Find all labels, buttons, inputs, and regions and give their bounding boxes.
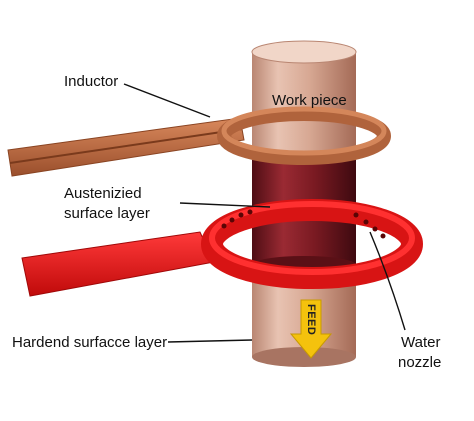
work-piece-label: Work piece bbox=[272, 92, 347, 109]
austenized-label-line1: Austenizied bbox=[64, 185, 142, 202]
water-nozzle-ring bbox=[21, 199, 423, 297]
hardened-layer-label: Hardend surfacce layer bbox=[12, 334, 168, 351]
austenized-label-line2: surface layer bbox=[64, 205, 150, 222]
water-nozzle-label-line1: Water bbox=[401, 334, 441, 351]
inductor-label: Inductor bbox=[64, 73, 119, 90]
water-nozzle-label-line2: nozzle bbox=[398, 354, 442, 371]
feed-arrow bbox=[289, 299, 333, 359]
nozzle-holes bbox=[221, 209, 386, 239]
feed-label: FEED bbox=[305, 304, 317, 336]
leader-lines bbox=[123, 83, 406, 343]
inductor-coil bbox=[7, 106, 391, 177]
